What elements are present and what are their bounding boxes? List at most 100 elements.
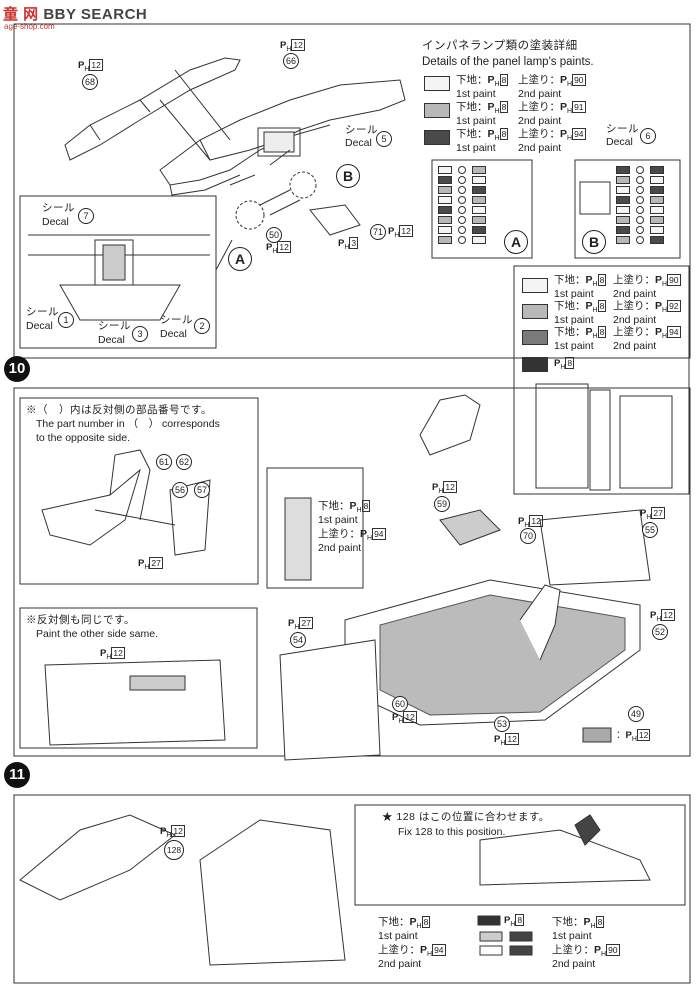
decal1-jp: シール [26, 306, 59, 318]
s10-row1-first: 1st paint [554, 288, 594, 300]
paint-detail-title-en: Details of the panel lamp's paints. [422, 56, 594, 68]
decal-number-7: 7 [78, 208, 94, 224]
part-number-55: 55 [642, 522, 658, 538]
step11-note-en: Fix 128 to this position. [398, 826, 506, 838]
decal7-en: Decal [42, 216, 69, 228]
part-number-128: 128 [164, 840, 184, 860]
part-number-62: 62 [176, 454, 192, 470]
decal-number-6: 6 [640, 128, 656, 144]
site-logo: 童 网 BBY SEARCH [3, 3, 147, 24]
part-number-52: 52 [652, 624, 668, 640]
fix-position-shape [479, 829, 651, 886]
lamp-grid-a [438, 166, 496, 244]
s10-swatch-black [522, 357, 548, 372]
decal-number-5: 5 [376, 131, 392, 147]
mid-first: 1st paint [318, 514, 358, 526]
part-number-49: 49 [628, 706, 644, 722]
dash-assembly [19, 814, 176, 901]
seat-right [419, 394, 481, 456]
part-number-70: 70 [520, 528, 536, 544]
dashboard-shape [159, 79, 406, 186]
swatch-dark-gray [424, 130, 450, 145]
s11-left-second: 2nd paint [378, 958, 422, 970]
logo-text: BBY SEARCH [43, 6, 148, 23]
s10-row2-second: 2nd paint [613, 314, 657, 326]
row3-first: 1st paint [456, 142, 496, 154]
s11-right-first: 1st paint [552, 930, 592, 942]
lamp-grid-b [616, 166, 674, 244]
door-detail-box [19, 607, 258, 749]
detail-b-label: B [582, 230, 606, 254]
s10-swatch-mid [522, 330, 548, 345]
body-shell [199, 819, 346, 966]
part-number-59: 59 [434, 496, 450, 512]
decal2-en: Decal [160, 328, 187, 340]
decal-detail-box [19, 195, 217, 349]
meter-hood [257, 127, 301, 157]
floor-swatch [582, 727, 612, 743]
part-number-53: 53 [494, 716, 510, 732]
logo-mark: 童 网 [3, 6, 39, 23]
note2-jp: ※反対側も同じです。 [26, 614, 135, 626]
decal-number-3: 3 [132, 326, 148, 342]
decal-number-2: 2 [194, 318, 210, 334]
s10-row3-second: 2nd paint [613, 340, 657, 352]
part-number-68: 68 [82, 74, 98, 90]
decal2-jp: シール [160, 314, 193, 326]
step9-frame [13, 23, 691, 359]
part-70 [439, 509, 501, 546]
detail-a-label: A [504, 230, 528, 254]
decal5-jp: シール [345, 124, 378, 136]
s11-right-second: 2nd paint [552, 958, 596, 970]
decal7-jp: シール [42, 202, 75, 214]
row2-second: 2nd paint [518, 115, 562, 127]
s10-swatch-light [522, 304, 548, 319]
lamp-detail-a [431, 159, 533, 259]
decal1-en: Decal [26, 320, 53, 332]
paint-detail-title-jp: インパネランプ類の塗装詳細 [422, 40, 578, 52]
note1-en-1: The part number in （ ） corresponds [36, 418, 220, 430]
door-panel-55 [539, 509, 651, 586]
door-panel [44, 659, 226, 746]
part-number-66: 66 [283, 53, 299, 69]
part-number-50: 50 [266, 227, 282, 243]
part-number-56: 56 [172, 482, 188, 498]
decal5-en: Decal [345, 137, 372, 149]
part-number-60: 60 [392, 696, 408, 712]
s10-row3-first: 1st paint [554, 340, 594, 352]
decal3-en: Decal [98, 334, 125, 346]
callout-a: A [228, 247, 252, 271]
part-number-61: 61 [156, 454, 172, 470]
